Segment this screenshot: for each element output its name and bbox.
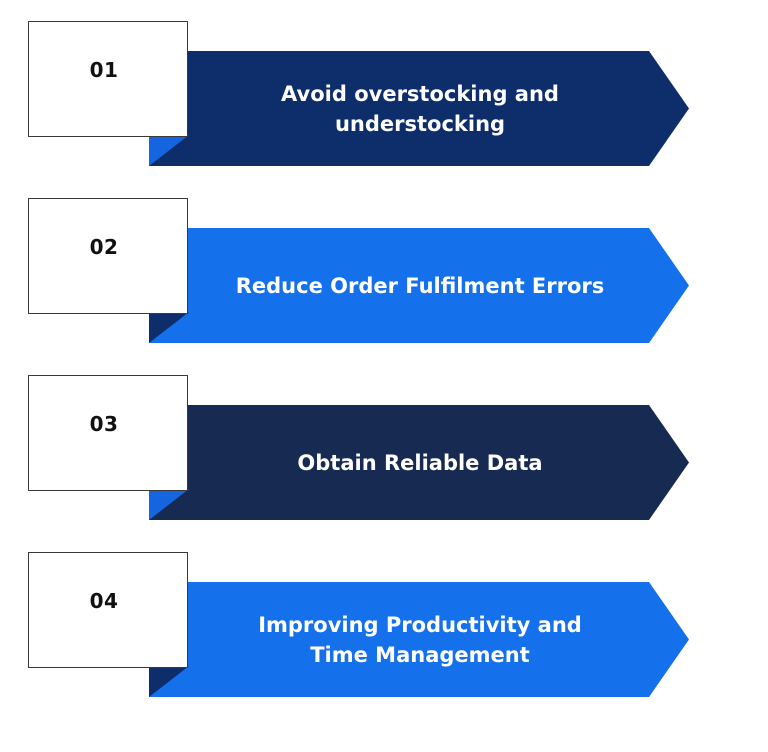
- step-02: 02 Reduce Order Fulfilment Errors: [0, 198, 768, 348]
- step-02-label: Reduce Order Fulfilment Errors: [235, 273, 605, 298]
- step-04: 04 Improving Productivity and Time Manag…: [0, 552, 768, 702]
- step-03-number-box: 03: [28, 375, 188, 491]
- step-03-corner-fold: [149, 489, 189, 520]
- step-03-arrow: [149, 405, 689, 520]
- step-04-label: Improving Productivity and Time Manageme…: [258, 612, 582, 667]
- step-02-arrow: [149, 228, 689, 343]
- step-04-number-box: 04: [28, 552, 188, 668]
- step-01-label: Avoid overstocking and understocking: [281, 81, 559, 136]
- step-02-number-box: 02: [28, 198, 188, 314]
- step-03-number: 03: [89, 412, 119, 436]
- step-01-corner-fold: [149, 135, 189, 166]
- step-01: 01 Avoid overstocking and understocking: [0, 21, 768, 171]
- step-04-arrow: [149, 582, 689, 697]
- step-01-arrow: [149, 51, 689, 166]
- step-01-number: 01: [89, 58, 119, 82]
- step-02-number: 02: [89, 235, 119, 259]
- step-03-label: Obtain Reliable Data: [297, 450, 543, 475]
- step-02-corner-fold: [149, 312, 189, 343]
- step-03: 03 Obtain Reliable Data: [0, 375, 768, 525]
- step-04-number: 04: [89, 589, 119, 613]
- step-04-corner-fold: [149, 666, 189, 697]
- step-01-number-box: 01: [28, 21, 188, 137]
